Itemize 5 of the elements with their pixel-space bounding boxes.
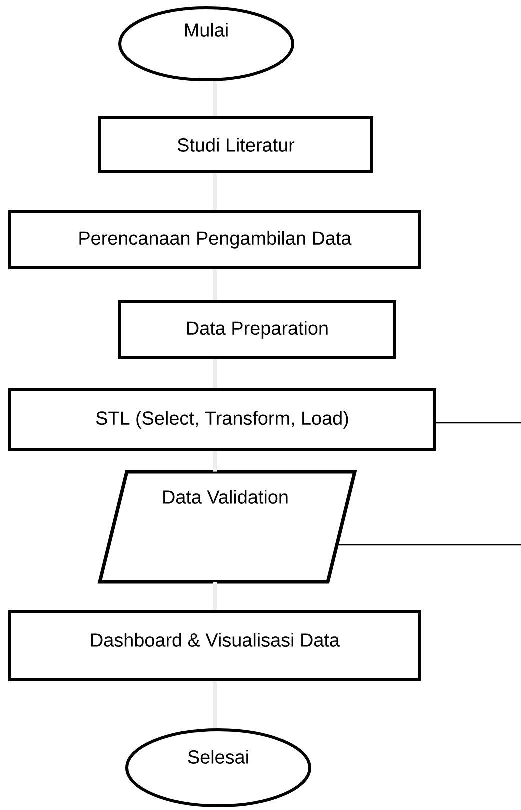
- process-box: STL (Select, Transform, Load): [8, 388, 436, 452]
- process-box: Data Preparation: [118, 300, 396, 360]
- process-box: Studi Literatur: [98, 116, 374, 174]
- process-box: Dashboard & Visualisasi Data: [8, 610, 422, 682]
- process-box: Perencanaan Pengambilan Data: [8, 210, 422, 270]
